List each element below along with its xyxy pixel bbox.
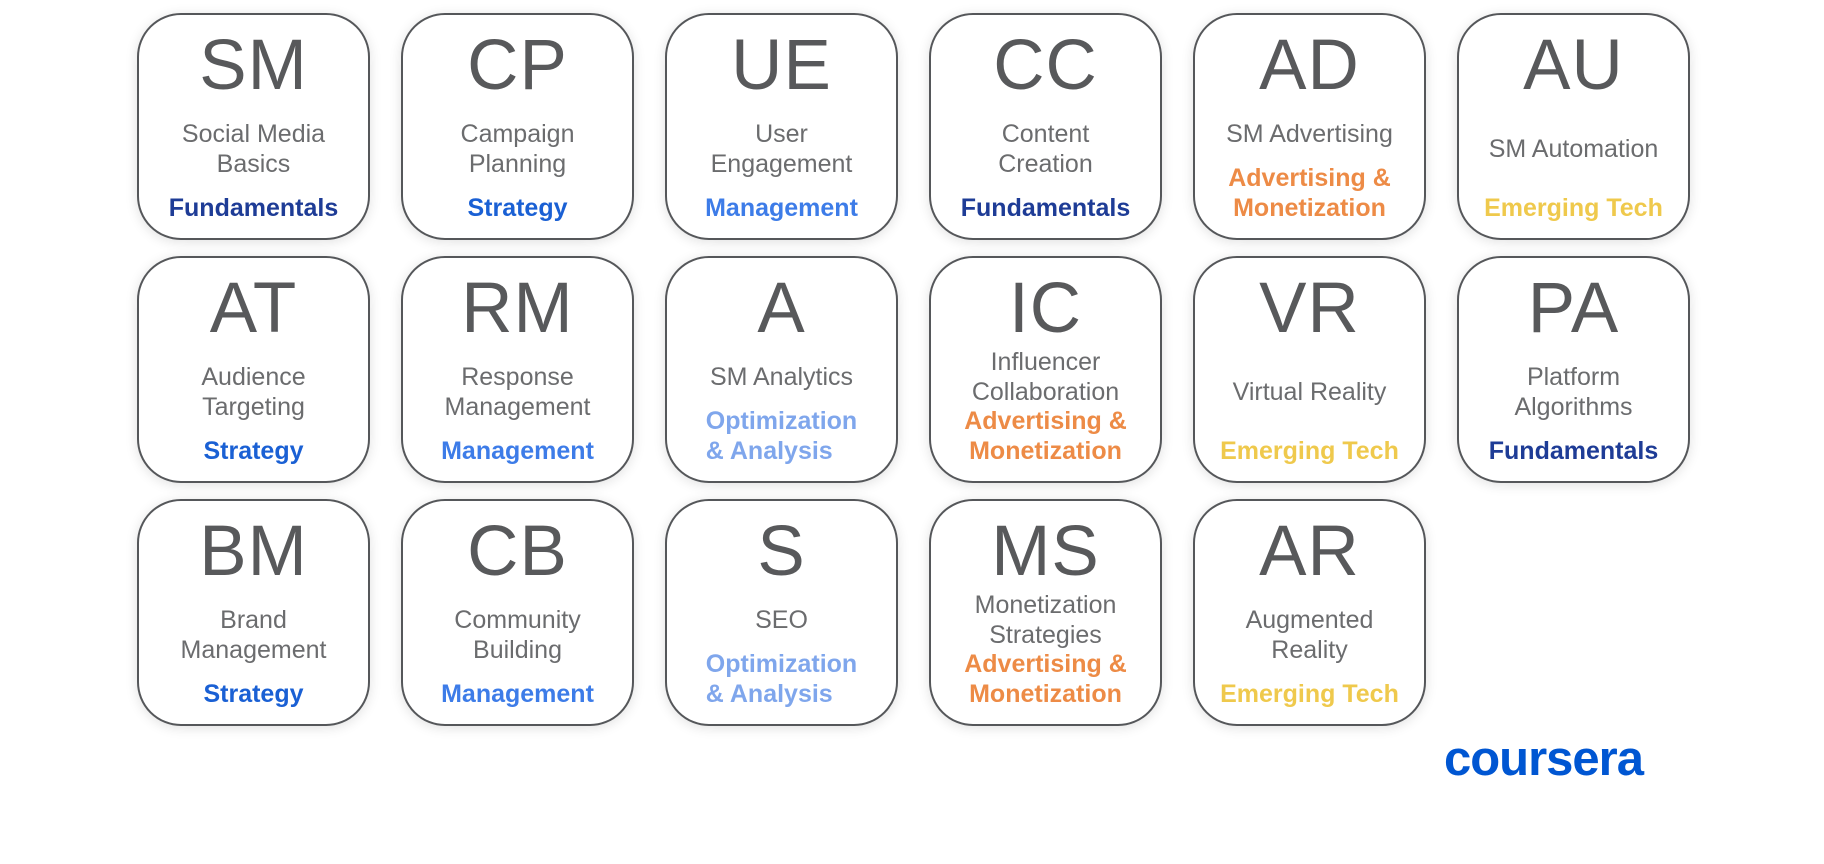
skill-category: Advertising & Monetization: [964, 650, 1127, 708]
skill-abbr: AT: [209, 269, 298, 348]
skill-category: Strategy: [203, 679, 304, 708]
card-a: A SM Analytics Optimization & Analysis: [665, 256, 898, 483]
skill-name: Content Creation: [998, 119, 1093, 178]
card-s: S SEO Optimization & Analysis: [665, 499, 898, 726]
skill-category: Fundamentals: [960, 193, 1131, 222]
card-cc: CC Content Creation Fundamentals: [929, 13, 1162, 240]
skill-name: User Engagement: [710, 119, 853, 178]
skill-abbr: BM: [199, 512, 308, 591]
card-ad: AD SM Advertising Advertising & Monetiza…: [1193, 13, 1426, 240]
skill-name: SM Analytics: [709, 362, 854, 391]
card-cp: CP Campaign Planning Strategy: [401, 13, 634, 240]
skill-name: Augmented Reality: [1245, 605, 1374, 664]
card-au: AU SM Automation Emerging Tech: [1457, 13, 1690, 240]
skill-category: Management: [441, 436, 594, 465]
skill-name: Community Building: [454, 605, 581, 664]
skill-abbr: CB: [467, 512, 568, 591]
skill-name: Platform Algorithms: [1514, 362, 1633, 421]
skill-name: Monetization Strategies: [974, 590, 1117, 649]
skill-abbr: IC: [1009, 269, 1082, 348]
card-vr: VR Virtual Reality Emerging Tech: [1193, 256, 1426, 483]
skill-category: Strategy: [467, 193, 568, 222]
skill-name: Brand Management: [180, 605, 327, 664]
skill-category: Optimization & Analysis: [705, 407, 858, 465]
skill-abbr: VR: [1259, 269, 1360, 348]
skill-category: Optimization & Analysis: [705, 650, 858, 708]
card-at: AT Audience Targeting Strategy: [137, 256, 370, 483]
skill-name: Social Media Basics: [181, 119, 326, 178]
skill-abbr: CP: [467, 26, 568, 105]
card-ms: MS Monetization Strategies Advertising &…: [929, 499, 1162, 726]
skill-category: Management: [441, 679, 594, 708]
card-pa: PA Platform Algorithms Fundamentals: [1457, 256, 1690, 483]
skill-abbr: A: [757, 269, 806, 348]
skill-category: Strategy: [203, 436, 304, 465]
skill-abbr: AU: [1523, 26, 1624, 105]
card-sm: SM Social Media Basics Fundamentals: [137, 13, 370, 240]
skill-abbr: AR: [1259, 512, 1360, 591]
skill-name: Influencer Collaboration: [971, 347, 1120, 406]
card-cb: CB Community Building Management: [401, 499, 634, 726]
skill-abbr: AD: [1259, 26, 1360, 105]
skill-category: Emerging Tech: [1220, 679, 1399, 708]
skill-name: SM Advertising: [1226, 119, 1393, 148]
card-ar: AR Augmented Reality Emerging Tech: [1193, 499, 1426, 726]
skill-abbr: CC: [993, 26, 1098, 105]
card-ic: IC Influencer Collaboration Advertising …: [929, 256, 1162, 483]
skill-name: Audience Targeting: [201, 362, 306, 421]
skill-abbr: MS: [991, 512, 1100, 591]
skill-category: Management: [705, 193, 858, 222]
coursera-logo: coursera: [1444, 732, 1644, 786]
skill-abbr: UE: [731, 26, 832, 105]
skill-name: Response Management: [444, 362, 591, 421]
skill-category: Advertising & Monetization: [964, 407, 1127, 465]
card-rm: RM Response Management Management: [401, 256, 634, 483]
card-bm: BM Brand Management Strategy: [137, 499, 370, 726]
cards-grid: SM Social Media Basics Fundamentals CP C…: [137, 13, 1690, 726]
skill-category: Emerging Tech: [1220, 436, 1399, 465]
skill-name: Virtual Reality: [1232, 377, 1387, 406]
skill-name: Campaign Planning: [460, 119, 575, 178]
skill-category: Fundamentals: [1488, 436, 1659, 465]
skill-name: SEO: [755, 605, 808, 634]
skill-abbr: RM: [461, 269, 574, 348]
skill-name: SM Automation: [1488, 134, 1659, 163]
card-ue: UE User Engagement Management: [665, 13, 898, 240]
skill-category: Advertising & Monetization: [1228, 164, 1391, 222]
skill-category: Fundamentals: [168, 193, 339, 222]
skill-category: Emerging Tech: [1484, 193, 1663, 222]
skill-abbr: PA: [1527, 269, 1620, 348]
skill-abbr: SM: [199, 26, 308, 105]
skill-abbr: S: [757, 512, 806, 591]
